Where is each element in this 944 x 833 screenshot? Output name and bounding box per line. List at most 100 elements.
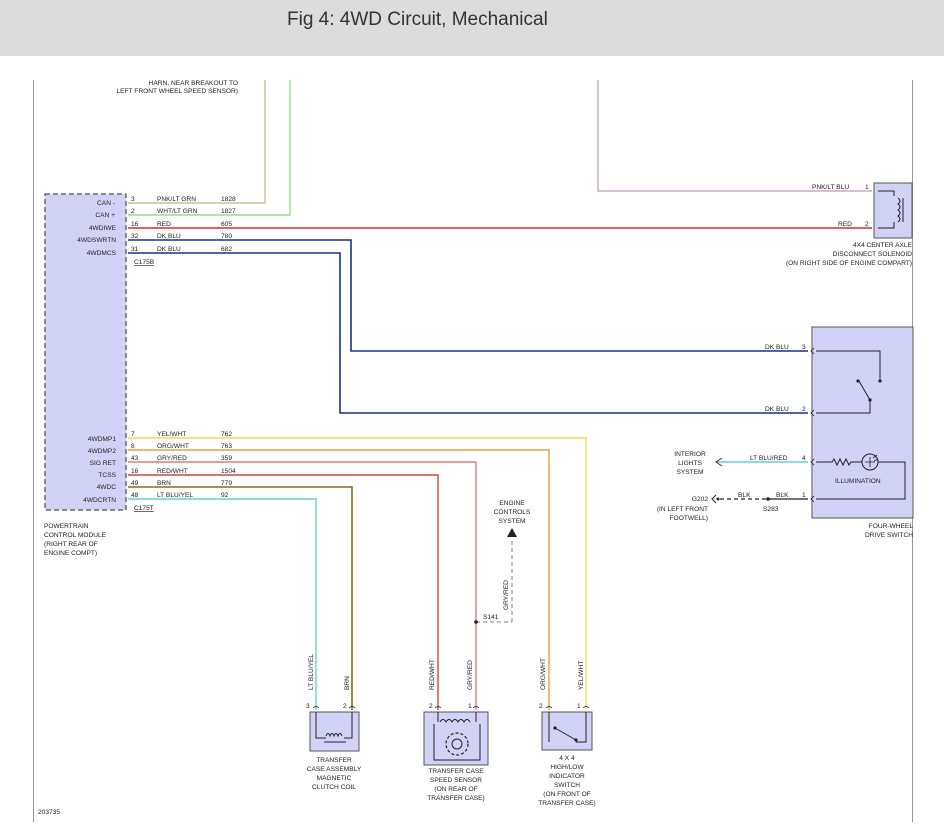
connector-c175t: C175T bbox=[134, 505, 154, 512]
switch-contact-lines bbox=[816, 350, 881, 414]
clutch-pin-2: 2 bbox=[343, 703, 347, 710]
pcm-pin-16a: 16 bbox=[131, 221, 139, 228]
engine-controls-line-3: SYSTEM bbox=[498, 518, 525, 525]
indicator-name-line-5: (ON FRONT OF bbox=[543, 791, 591, 798]
pcm-name-line-1: POWERTRAIN bbox=[44, 523, 89, 530]
clutch-wire-lt-blu-yel: LT BLU/YEL bbox=[308, 654, 315, 690]
sensor-wire-red-wht: RED/WHT bbox=[429, 659, 436, 690]
switch-contact-dot-3 bbox=[856, 379, 860, 383]
indicator-name-line-2: HIGH/LOW bbox=[550, 764, 584, 771]
wire-color-wht-lt-grn: WHT/LT GRN bbox=[157, 208, 198, 215]
wire-color-org-wht: ORG/WHT bbox=[157, 443, 189, 450]
indicator-contact-dot-1 bbox=[553, 726, 557, 730]
indicator-name-line-4: SWITCH bbox=[554, 782, 580, 789]
circuit-1827: 1827 bbox=[221, 208, 236, 215]
illumination-lamp-filament bbox=[865, 454, 879, 467]
solenoid-pin-2: 2 bbox=[865, 221, 869, 228]
indicator-name-line-6: TRANSFER CASE) bbox=[538, 800, 596, 807]
ground-g202-dot bbox=[716, 497, 720, 501]
illumination-return bbox=[816, 461, 906, 500]
pcm-pin-49: 49 bbox=[131, 480, 139, 487]
wire-color-pnk-lt-grn: PNK/LT GRN bbox=[157, 196, 196, 203]
circuit-682: 682 bbox=[221, 246, 232, 253]
pcm-module bbox=[44, 193, 127, 511]
indicator-switch-contacts bbox=[548, 712, 587, 743]
wire-color-dk-blu-2: DK BLU bbox=[157, 246, 181, 253]
wire-can-plus bbox=[128, 80, 291, 216]
indicator-name-line-3: INDICATOR bbox=[549, 773, 585, 780]
arrow-engine-controls bbox=[507, 528, 517, 537]
pcm-name-line-2: CONTROL MODULE bbox=[44, 532, 107, 539]
wire-sigret-gryred bbox=[128, 461, 477, 710]
circuit-763: 763 bbox=[221, 443, 232, 450]
header-bar: Fig 4: 4WD Circuit, Mechanical bbox=[0, 0, 944, 56]
diagram-id: 203735 bbox=[38, 809, 60, 816]
wire-color-yel-wht: YEL/WHT bbox=[157, 431, 186, 438]
clutch-wire-brn: BRN bbox=[344, 676, 351, 690]
four-wheel-drive-switch-body bbox=[811, 326, 914, 519]
pcm-pin-31: 31 bbox=[131, 246, 139, 253]
circuit-92: 92 bbox=[221, 492, 229, 499]
pcm-pin-7: 7 bbox=[131, 431, 135, 438]
circuit-359: 359 bbox=[221, 455, 232, 462]
switch-pin-marker-1 bbox=[810, 495, 815, 503]
interior-lights-line-1: INTERIOR bbox=[674, 451, 706, 458]
wire-4wdc-brn bbox=[128, 486, 353, 710]
solenoid-name-line-1: 4X4 CENTER AXLE bbox=[853, 242, 913, 249]
engine-controls-line-2: CONTROLS bbox=[494, 509, 531, 516]
pcm-label-4wdiwe: 4WDIWE bbox=[89, 225, 117, 232]
interior-lights-line-2: LIGHTS bbox=[678, 460, 702, 467]
switch-wire-dk-blu-2: DK BLU bbox=[765, 406, 789, 413]
pcm-name-line-4: ENGINE COMPT) bbox=[44, 550, 97, 557]
clutch-name-line-2: CASE ASSEMBLY bbox=[307, 766, 362, 773]
wire-color-brn: BRN bbox=[157, 480, 171, 487]
pcm-pin-32: 32 bbox=[131, 233, 139, 240]
sensor-name-line-3: (ON REAR OF bbox=[434, 786, 477, 793]
speed-sensor-coil bbox=[433, 712, 481, 761]
pcm-pin-43: 43 bbox=[131, 455, 139, 462]
switch-pin-2: 2 bbox=[802, 406, 806, 413]
illumination-label: ILLUMINATION bbox=[835, 478, 881, 485]
switch-wire-blk: BLK bbox=[776, 492, 789, 499]
wire-4wdswrtn-dkblu bbox=[128, 239, 808, 352]
switch-contact-dot-1 bbox=[878, 379, 882, 383]
wire-color-red-wht: RED/WHT bbox=[157, 468, 188, 475]
clutch-name-line-1: TRANSFER bbox=[316, 757, 352, 764]
clutch-name-line-4: CLUTCH COIL bbox=[312, 784, 356, 791]
pcm-label-4wdmp1: 4WDMP1 bbox=[88, 436, 117, 443]
switch-name-line-1: FOUR-WHEEL bbox=[869, 523, 914, 530]
speed-sensor-body bbox=[423, 711, 489, 766]
clutch-coil-body bbox=[309, 711, 360, 752]
wire-color-dk-blu-1: DK BLU bbox=[157, 233, 181, 240]
switch-pin-marker-2 bbox=[810, 409, 815, 417]
indicator-pin-1: 1 bbox=[577, 703, 581, 710]
circuit-779: 779 bbox=[221, 480, 232, 487]
indicator-switch-body bbox=[541, 711, 593, 751]
wire-color-red: RED bbox=[157, 221, 171, 228]
pcm-label-sig-ret: SIG RET bbox=[90, 460, 116, 467]
switch-wire-lt-blu-red: LT BLU/RED bbox=[750, 455, 788, 462]
wire-tcss-redwht bbox=[128, 474, 439, 710]
circuit-1828: 1828 bbox=[221, 196, 236, 203]
ground-wire-blk: BLK bbox=[738, 492, 751, 499]
speed-sensor-hub-icon bbox=[451, 738, 463, 750]
clutch-name-line-3: MAGNETIC bbox=[317, 775, 352, 782]
switch-pin-4: 4 bbox=[802, 455, 806, 462]
circuit-1504: 1504 bbox=[221, 468, 236, 475]
sensor-pin-2: 2 bbox=[429, 703, 433, 710]
pcm-pin-2: 2 bbox=[131, 208, 135, 215]
ground-location-line-2: FOOTWELL) bbox=[670, 515, 708, 522]
solenoid-wire-red: RED bbox=[838, 221, 852, 228]
wire-4wdmcs-dkblu bbox=[128, 252, 808, 414]
ground-g202-label: G202 bbox=[692, 496, 708, 503]
engine-controls-line-1: ENGINE bbox=[499, 500, 525, 507]
sensor-name-line-2: SPEED SENSOR bbox=[430, 777, 482, 784]
splice-s141-dot bbox=[474, 620, 478, 624]
sensor-pin-1: 1 bbox=[468, 703, 472, 710]
switch-pin-3: 3 bbox=[802, 344, 806, 351]
switch-pin-marker-4 bbox=[810, 458, 815, 466]
splice-s283-dot bbox=[766, 497, 770, 501]
circuit-780: 780 bbox=[221, 233, 232, 240]
pcm-label-tcss: TCSS bbox=[98, 472, 116, 479]
